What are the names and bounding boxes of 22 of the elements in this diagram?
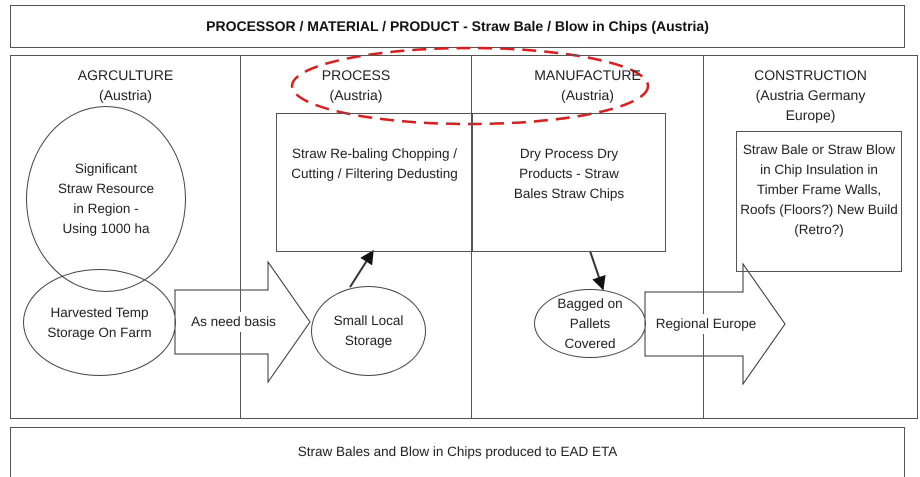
- process-box: [736, 131, 902, 272]
- process-ellipse: [534, 289, 646, 358]
- arrow: [349, 250, 374, 288]
- arrow: [589, 250, 606, 290]
- process-ellipse: [23, 269, 176, 376]
- node-text: Harvested Temp Storage On Farm: [46, 304, 153, 342]
- column-heading: AGRCULTURE (Austria): [76, 66, 174, 105]
- node-text: Significant Straw Resource in Region - Using 1000 ha: [56, 160, 156, 238]
- title-banner: PROCESSOR / MATERIAL / PRODUCT - Straw Bale / Blow in Chips (Austria): [10, 5, 905, 48]
- node-text: Small Local Storage: [332, 312, 404, 350]
- process-ellipse: [311, 286, 426, 376]
- caption-banner: Straw Bales and Blow in Chips produced to EAD ETA: [10, 427, 905, 477]
- column-heading: CONSTRUCTION (Austria Germany Europe): [753, 66, 868, 125]
- process-ellipse: [26, 106, 186, 292]
- node-text: Straw Re-baling Chopping / Cutting / Filtering Dedusting: [290, 145, 459, 183]
- column-heading: PROCESS (Austria): [320, 66, 392, 105]
- column-heading: MANUFACTURE (Austria): [533, 66, 642, 105]
- node-text: Bagged on Pallets Covered: [556, 294, 624, 352]
- node-text: Dry Process Dry Products - Straw Bales Straw Chips: [512, 145, 626, 203]
- process-box: [472, 113, 666, 252]
- process-box: [276, 113, 473, 252]
- node-text: Straw Bale or Straw Blow in Chip Insulation in Timber Frame Walls, Roofs (Floors?) New Build (Retro?): [739, 141, 899, 239]
